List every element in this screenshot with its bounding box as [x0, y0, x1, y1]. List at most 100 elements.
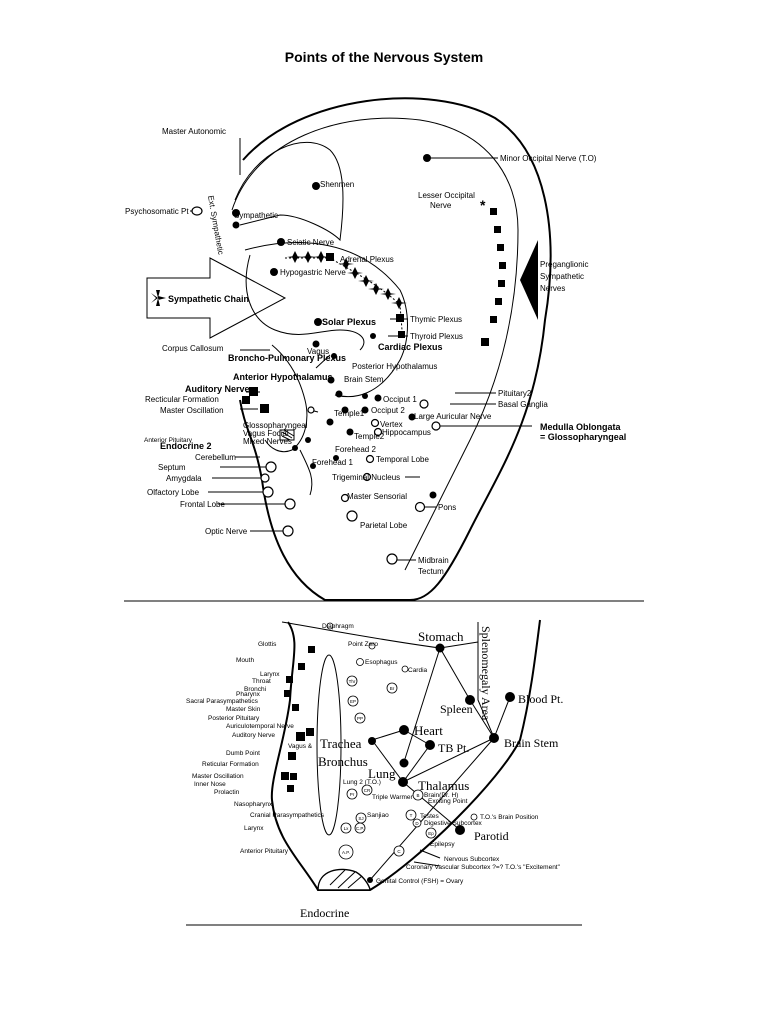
outer-ear-outline: [239, 97, 552, 601]
concha: [245, 254, 365, 351]
label-olfactory: Olfactory Lobe: [147, 488, 200, 497]
code-lx: Lx: [344, 826, 350, 831]
label-broncho: Broncho-Pulmonary Plexus: [228, 353, 346, 363]
label-glottis: Glottis: [258, 641, 277, 648]
sympathetic-chain-arrow: [146, 257, 287, 339]
code-sj: SJ: [358, 816, 363, 821]
top-filled-points: [232, 154, 437, 499]
label-exciting: Exciting Point: [428, 798, 468, 805]
label-vagus-b: Vagus &: [288, 743, 313, 750]
label-dumb: Dumb Point: [226, 750, 260, 757]
label-bronchus: Bronchus: [318, 754, 368, 769]
asterisk-icon: *: [480, 197, 486, 213]
label-parietal: Parietal Lobe: [360, 521, 408, 530]
label-sacral: Sacral Parasympathetics: [186, 698, 259, 705]
label-forehead1: Forehead 1: [312, 458, 353, 467]
code-t: T: [410, 813, 413, 818]
label-esophagus: Esophagus: [365, 659, 398, 666]
label-adrenal: Adrenal Plexus: [340, 255, 394, 264]
label-cardiac: Cardiac Plexus: [378, 342, 443, 352]
label-inner-nose: Inner Nose: [194, 781, 226, 788]
label-hypogastric: Hypogastric Nerve: [280, 268, 346, 277]
label-trigeminal: Trigeminal Nucleus: [332, 473, 400, 482]
label-brain-stem: Brain Stem: [344, 375, 384, 384]
label-master-osc: Master Oscillation: [160, 406, 224, 415]
upper-ear-diagram: * Master Autonomic Psychosomatic Pt Ext.…: [125, 97, 626, 601]
label-medulla-1: Medulla Oblongata: [540, 422, 621, 432]
label-point-zero: Point Zero: [348, 641, 378, 648]
label-minor-occ: Minor Occipital Nerve (T.O): [500, 154, 597, 163]
inner-oval: [316, 654, 342, 836]
code-c: C: [397, 849, 401, 854]
label-auditory-b: Auditory Nerve: [232, 732, 275, 739]
label-parotid: Parotid: [474, 829, 509, 843]
connector-lines: [369, 647, 511, 881]
label-blood: Blood Pt.: [518, 692, 563, 706]
code-ep: EP: [350, 699, 356, 704]
label-auriculo: Auriculotemporal Nerve: [226, 723, 294, 730]
upper-rim: [281, 621, 479, 649]
label-thyroid: Thyroid Plexus: [410, 332, 463, 341]
label-larynx: Larynx: [260, 671, 280, 678]
label-thalamus: Thalamus: [418, 778, 469, 793]
label-nervous: Nervous Subcortex: [444, 856, 500, 863]
label-temporal: Temporal Lobe: [376, 455, 429, 464]
label-cardia: Cardia: [408, 667, 428, 674]
label-sanjiao: Sanjiao: [367, 812, 389, 819]
label-prolactin: Prolactin: [214, 789, 240, 796]
code-ap: A.P.: [342, 850, 350, 855]
circle-codes: Thr Br EP PP Pr CR SJ Lx C.P. A.P. T B D…: [342, 679, 434, 855]
bottom-filled-points: [367, 643, 515, 883]
label-coronary: Coronary Vascular Subcortex ?=? T.O.'s "…: [406, 864, 561, 871]
page-title: Points of the Nervous System: [285, 49, 483, 65]
label-glosso: Glossopharyngeal: [243, 421, 308, 430]
label-vagus-focial: Vagus Focial: [243, 429, 289, 438]
label-sympathetic-chain: Sympathetic Chain: [168, 294, 249, 304]
code-b: B: [416, 793, 419, 798]
label-ant-pit-b: Anterior Pituitary: [240, 848, 289, 855]
label-to-brain: T.O.'s Brain Position: [480, 814, 539, 821]
tragus: [264, 344, 308, 453]
label-heart: Heart: [414, 723, 443, 738]
label-spleen: Spleen: [440, 702, 473, 716]
label-larynx2: Larynx: [244, 825, 264, 832]
lower-outline: [270, 619, 541, 891]
label-amygdala: Amygdala: [166, 474, 202, 483]
lower-ear-diagram: Thr Br EP PP Pr CR SJ Lx C.P. A.P. T B D…: [186, 619, 582, 926]
label-genital: Genital Control (FSH) = Ovary: [376, 878, 464, 885]
label-trachea: Trachea: [320, 736, 362, 751]
label-nasopharynx: Nasopharynx: [234, 801, 273, 808]
label-retic: Reticular Formation: [202, 761, 259, 768]
code-cp: C.P.: [356, 826, 364, 831]
chain-path: [285, 257, 403, 331]
top-hollow-points: [191, 206, 441, 565]
label-forehead2: Forehead 2: [335, 445, 376, 454]
label-recticular: Recticular Formation: [145, 395, 219, 404]
label-endocrine: Endocrine: [300, 906, 349, 920]
label-spleno: Splenomegaly Area: [479, 626, 493, 721]
hatch-lines: [329, 869, 363, 889]
label-cranial: Cranial Parasympathetics: [250, 812, 325, 819]
hatch-lines: [281, 429, 295, 441]
label-medulla-2: = Glossopharyngeal: [540, 432, 626, 442]
star-icon: [151, 290, 166, 306]
label-lesser-occ-2: Nerve: [430, 201, 452, 210]
label-mouth: Mouth: [236, 657, 254, 664]
intertragic: [299, 449, 313, 496]
antihelix-lower: [244, 242, 408, 398]
label-lung2: Lung 2 (T.O.): [343, 779, 381, 786]
bottom-square-points: [281, 646, 315, 792]
preganglionic-arrow-icon: [520, 240, 538, 320]
label-anterior-hypo: Anterior Hypothalamus: [233, 372, 333, 382]
label-midbrain-1: Midbrain: [418, 556, 449, 565]
label-pregang-1: Preganglionic: [540, 260, 588, 269]
label-thymic: Thymic Plexus: [410, 315, 462, 324]
label-brain-h: Brain(Dr. H): [424, 792, 458, 799]
leader-lines: [190, 138, 532, 561]
label-sympathetic: Sympathetic: [234, 211, 278, 220]
helix-rim: [231, 117, 519, 571]
label-lung: Lung: [368, 766, 396, 781]
label-epilepsy: Epilepsy: [430, 841, 455, 848]
label-auditory: Auditory Nerve: [185, 384, 250, 394]
